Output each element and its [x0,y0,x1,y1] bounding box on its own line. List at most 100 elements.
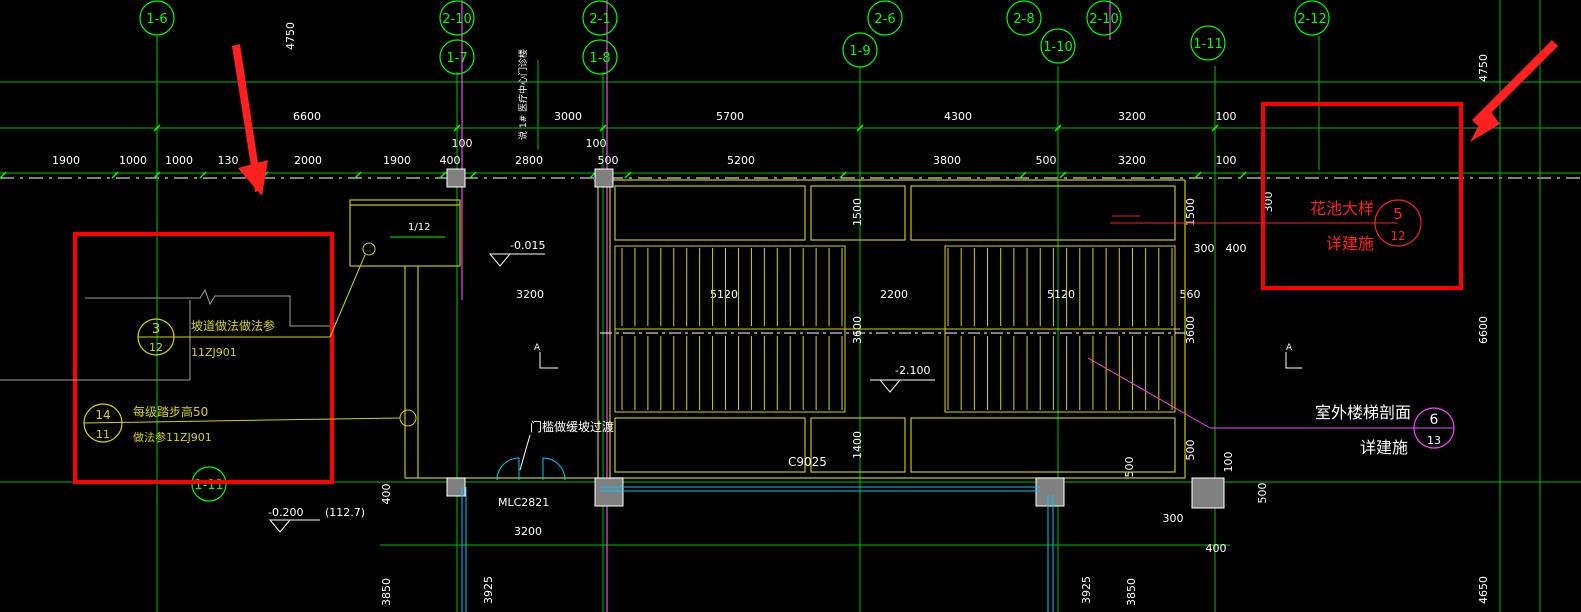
axis-label: 2-10 [442,12,472,27]
dim-text: 3800 [933,154,961,167]
dim-text: 1400 [851,431,864,459]
step-text-1: 每级踏步高50 [133,404,208,419]
threshold-note: 门槛做缓坡过渡 [530,419,614,434]
axis-bubble-labels: 1-6 2-10 2-1 2-6 2-8 2-10 2-12 1-7 1-8 1… [146,12,1326,493]
dim-text: 400 [1226,242,1247,255]
axis-label: 2-10 [1089,12,1119,27]
red-arrow-right-shaft [1472,40,1558,126]
dim-text: 300 [1262,192,1275,213]
step-text-2: 做法参11ZJ901 [133,430,212,444]
ramp-sheet: 12 [149,341,163,354]
dim-text: 4750 [1477,54,1490,82]
dim-text: 100 [1222,452,1235,473]
axis-label: 1-7 [446,51,467,66]
flower-pool-sheet: 12 [1390,229,1405,243]
dim-text: 500 [1256,483,1269,504]
step-leader [83,417,401,424]
dimension-ticks [0,124,1247,179]
dim-text: 5200 [727,154,755,167]
dim-text: 3200 [1118,110,1146,123]
flower-pool-num: 5 [1393,205,1403,223]
dim-text: 560 [1180,288,1201,301]
slope-label: 1/12 [408,222,430,233]
dim-text: 1900 [52,154,80,167]
stair-treads [621,248,1173,410]
stair-section-line2: 详建施 [1360,438,1408,457]
section-label: A [534,343,541,353]
section-label: A [1286,343,1293,353]
dim-text: 5120 [1047,288,1075,301]
dim-text: 3600 [1184,316,1197,344]
dim-text: 500 [598,154,619,167]
break-line [85,288,330,327]
axis-label: 2-1 [589,12,610,27]
dim-text: 3200 [514,525,542,538]
dim-text: 300 [1163,512,1184,525]
axis-label: 1-11 [1193,37,1223,52]
dim-text: 3850 [380,578,393,606]
ramp-num: 3 [152,322,160,337]
flower-pool-line1: 花池大样 [1310,199,1374,218]
vertical-grid-lines [156,0,1541,612]
dim-text: 1000 [165,154,193,167]
walls [349,179,1186,479]
step-num: 14 [95,408,110,422]
stair-section-num: 6 [1430,412,1439,428]
axis-label: 1-10 [1043,40,1073,55]
highlight-box-right [1261,102,1463,290]
stair-section-leader [1087,357,1211,429]
dimension-row-2: 1900 1000 1000 130 2000 1900 400 2800 50… [52,154,1237,167]
step-sheet: 11 [96,428,110,441]
axis-bubbles [139,0,1330,502]
glazing-lines [461,457,1054,612]
dim-text: 1000 [119,154,147,167]
elevation-label: -0.200 [268,506,303,519]
dim-text: 1500 [1184,198,1197,226]
dim-text: 3200 [1118,154,1146,167]
elevation-label: (112.7) [325,506,365,519]
dim-text: 2800 [515,154,543,167]
dim-text: 2200 [880,288,908,301]
vertical-note: 说 1# 医疗中心门诊楼 [517,49,529,140]
threshold-leader [519,434,531,471]
dim-text: 2000 [294,154,322,167]
dim-text: 500 [1184,440,1197,461]
dim-text: 500 [1123,457,1136,478]
section-marks [539,352,1302,369]
dim-text: 100 [1216,110,1237,123]
step-marker [399,409,417,427]
axis-label: 1-9 [849,44,870,59]
red-arrow-right-head [1470,108,1500,142]
stair-section-line1: 室外楼梯剖面 [1315,403,1411,422]
stair-section-sheet: 13 [1427,434,1441,447]
dim-text: 300 [1194,242,1215,255]
flower-pool-bubble [1374,199,1422,247]
dim-text: 400 [1206,542,1227,555]
ramp-ref: 11ZJ901 [191,346,237,359]
window-label: C9025 [788,455,827,469]
dim-text: 100 [586,137,607,150]
dim-text: 100 [452,137,473,150]
dim-text: 130 [218,154,239,167]
ramp-leader-diag [329,254,366,338]
dim-text: 5120 [710,288,738,301]
axis-label: 2-8 [1013,12,1034,27]
dim-text: 100 [1216,154,1237,167]
small-dimensions: 100 100 3200 5120 2200 5120 560 300 400 … [452,137,1247,555]
dim-text: 400 [440,154,461,167]
rotated-dimensions: 4750 4750 6600 4650 1500 1500 3600 3600 … [284,22,1490,606]
elevation-markers [268,253,935,533]
highlight-box-left [73,232,334,484]
stair-frames [600,245,1185,413]
flower-pool-line2: 详建施 [1326,234,1374,253]
axis-label: 1-8 [589,51,610,66]
axis-label: 1-6 [146,12,167,27]
dim-text: 400 [380,484,393,505]
ramp-text: 坡道做法做法参 [191,318,275,333]
dim-text: 3000 [554,110,582,123]
red-arrow-left-shaft [232,44,262,192]
dim-text: 3200 [516,288,544,301]
dim-text: 6600 [293,110,321,123]
dim-text: 1500 [851,198,864,226]
